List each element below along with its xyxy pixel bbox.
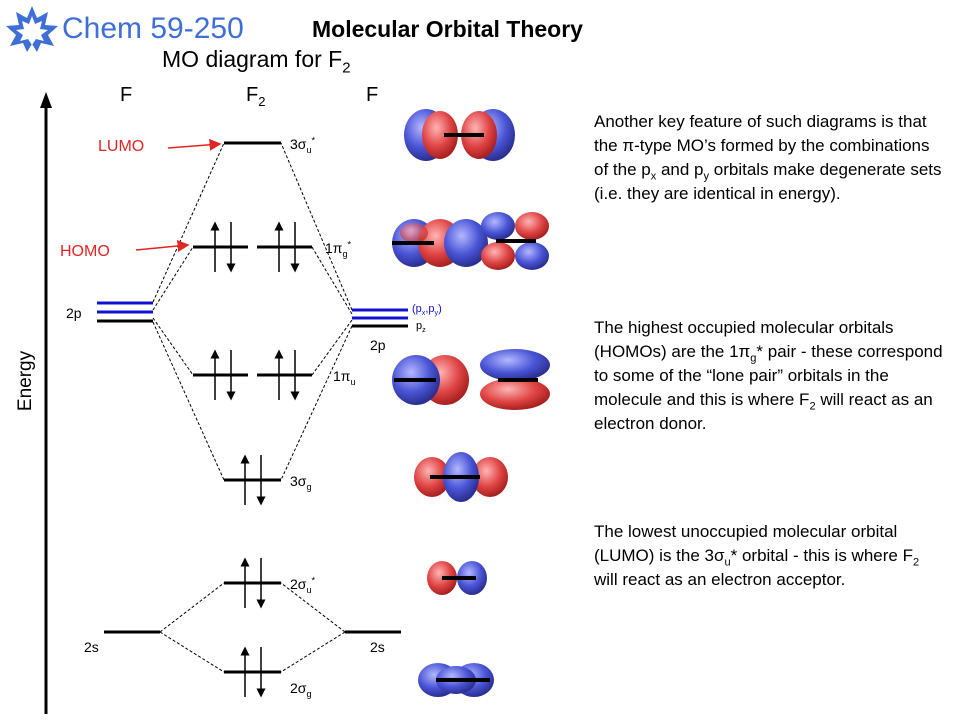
mo-label-3sigma-u-star: 3σu* bbox=[290, 135, 316, 155]
mo-label-2sigma-u-star: 2σu* bbox=[290, 575, 316, 595]
mo-label-1pi-u: 1πu bbox=[333, 368, 356, 387]
orbital-1pi-u-b bbox=[480, 349, 550, 410]
left-2p-label: 2p bbox=[66, 305, 82, 321]
pz-label: pz bbox=[416, 320, 426, 335]
logo-icon bbox=[6, 6, 58, 52]
homo-label: HOMO bbox=[60, 243, 110, 260]
lumo-pointer bbox=[167, 138, 222, 151]
orbital-2sigma-g bbox=[418, 663, 494, 697]
course-title: Chem 59-250 bbox=[62, 12, 244, 45]
orbital-1pi-g-star-a bbox=[392, 219, 488, 267]
pxpy-label: (px,py) bbox=[412, 303, 442, 318]
orbital-images bbox=[392, 109, 550, 697]
lumo-label: LUMO bbox=[98, 138, 145, 155]
mo-diagram bbox=[97, 138, 408, 698]
energy-axis bbox=[40, 92, 52, 714]
left-2s-label: 2s bbox=[84, 639, 99, 655]
mo-label-2sigma-g: 2σg bbox=[290, 680, 312, 699]
paragraph-lumo: The lowest unoccupied molecular orbital … bbox=[594, 522, 920, 589]
orbital-2sigma-u-star bbox=[427, 561, 487, 595]
paragraph-homo: The highest occupied molecular orbitals … bbox=[594, 318, 943, 433]
right-2s-label: 2s bbox=[370, 639, 385, 655]
orbital-3sigma-g bbox=[414, 452, 508, 502]
column-label-left: F bbox=[120, 84, 133, 106]
mo-label-1pi-g-star: 1πg* bbox=[325, 239, 352, 259]
orbital-1pi-u-a bbox=[392, 355, 469, 405]
column-label-middle: F2 bbox=[246, 84, 266, 109]
paragraph-degenerate-sets: Another key feature of such diagrams is … bbox=[594, 112, 942, 203]
slide-subtitle: MO diagram for F2 bbox=[162, 46, 351, 77]
orbital-1pi-g-star-b bbox=[481, 212, 549, 270]
homo-pointer bbox=[135, 240, 190, 252]
slide-title: Molecular Orbital Theory bbox=[312, 16, 583, 42]
orbital-3sigma-u-star bbox=[404, 109, 515, 161]
mo-label-3sigma-g: 3σg bbox=[290, 473, 312, 492]
electron-arrows bbox=[210, 221, 300, 698]
column-label-right: F bbox=[366, 84, 379, 106]
right-2p-label: 2p bbox=[370, 337, 386, 353]
